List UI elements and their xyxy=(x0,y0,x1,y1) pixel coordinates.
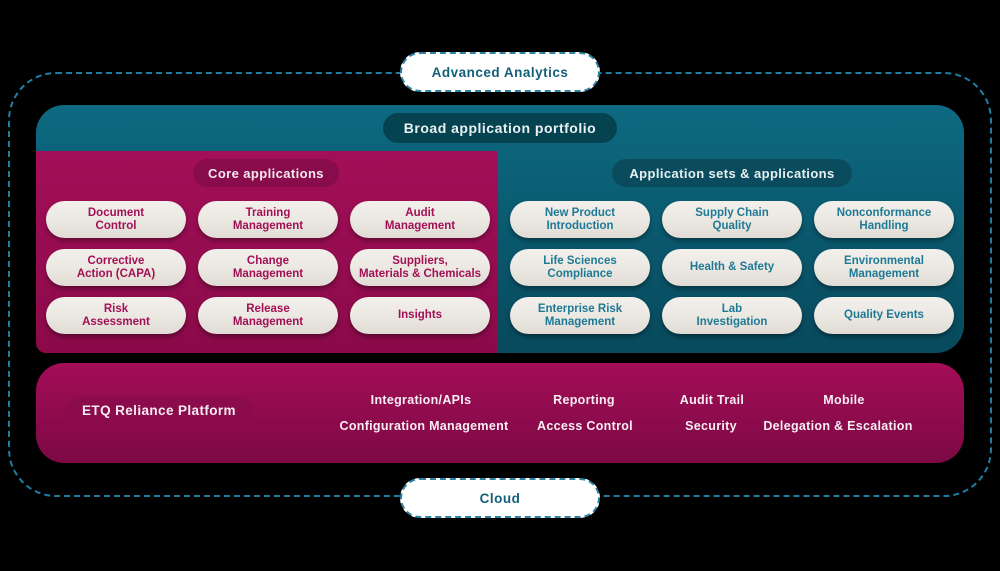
platform-feature-configuration-management: Configuration Management xyxy=(339,419,509,433)
core-card-corrective-action-capa: Corrective Action (CAPA) xyxy=(46,249,186,286)
sets-card-new-product-introduction: New Product Introduction xyxy=(510,201,650,238)
sets-card-health-safety: Health & Safety xyxy=(662,249,802,286)
core-card-document-control: Document Control xyxy=(46,201,186,238)
etq-reliance-platform-badge: ETQ Reliance Platform xyxy=(65,397,253,424)
sets-card-enterprise-risk-management: Enterprise Risk Management xyxy=(510,297,650,334)
advanced-analytics-pill: Advanced Analytics xyxy=(400,52,600,92)
broad-application-portfolio-title: Broad application portfolio xyxy=(403,120,597,136)
broad-application-portfolio-title-pill: Broad application portfolio xyxy=(383,113,617,143)
advanced-analytics-label: Advanced Analytics xyxy=(431,64,569,80)
core-card-training-management: Training Management xyxy=(198,201,338,238)
sets-card-nonconformance-handling: Nonconformance Handling xyxy=(814,201,954,238)
sets-card-environmental-management: Environmental Management xyxy=(814,249,954,286)
core-card-release-management: Release Management xyxy=(198,297,338,334)
platform-feature-mobile: Mobile xyxy=(823,393,865,407)
sets-card-supply-chain-quality: Supply Chain Quality xyxy=(662,201,802,238)
cloud-label: Cloud xyxy=(479,490,521,506)
sets-card-quality-events: Quality Events xyxy=(814,297,954,334)
sets-card-life-sciences-compliance: Life Sciences Compliance xyxy=(510,249,650,286)
platform-feature-reporting: Reporting xyxy=(553,393,615,407)
application-sets-grid: New Product Introduction Supply Chain Qu… xyxy=(510,201,954,334)
core-applications-grid: Document Control Training Management Aud… xyxy=(46,201,490,334)
core-applications-title-pill: Core applications xyxy=(193,159,339,187)
application-sets-title-pill: Application sets & applications xyxy=(612,159,852,187)
platform-feature-access-control: Access Control xyxy=(537,419,633,433)
core-card-insights: Insights xyxy=(350,297,490,334)
core-card-change-management: Change Management xyxy=(198,249,338,286)
platform-feature-delegation-escalation: Delegation & Escalation xyxy=(763,419,913,433)
application-sets-title: Application sets & applications xyxy=(629,165,835,181)
core-card-suppliers-materials-chemicals: Suppliers, Materials & Chemicals xyxy=(350,249,490,286)
platform-feature-security: Security xyxy=(685,419,737,433)
platform-feature-audit-trail: Audit Trail xyxy=(679,393,745,407)
core-applications-title: Core applications xyxy=(208,165,324,181)
cloud-pill: Cloud xyxy=(400,478,600,518)
etq-reliance-platform-label: ETQ Reliance Platform xyxy=(82,403,236,418)
platform-feature-integration-apis: Integration/APIs xyxy=(370,393,472,407)
core-card-audit-management: Audit Management xyxy=(350,201,490,238)
core-card-risk-assessment: Risk Assessment xyxy=(46,297,186,334)
sets-card-lab-investigation: Lab Investigation xyxy=(662,297,802,334)
